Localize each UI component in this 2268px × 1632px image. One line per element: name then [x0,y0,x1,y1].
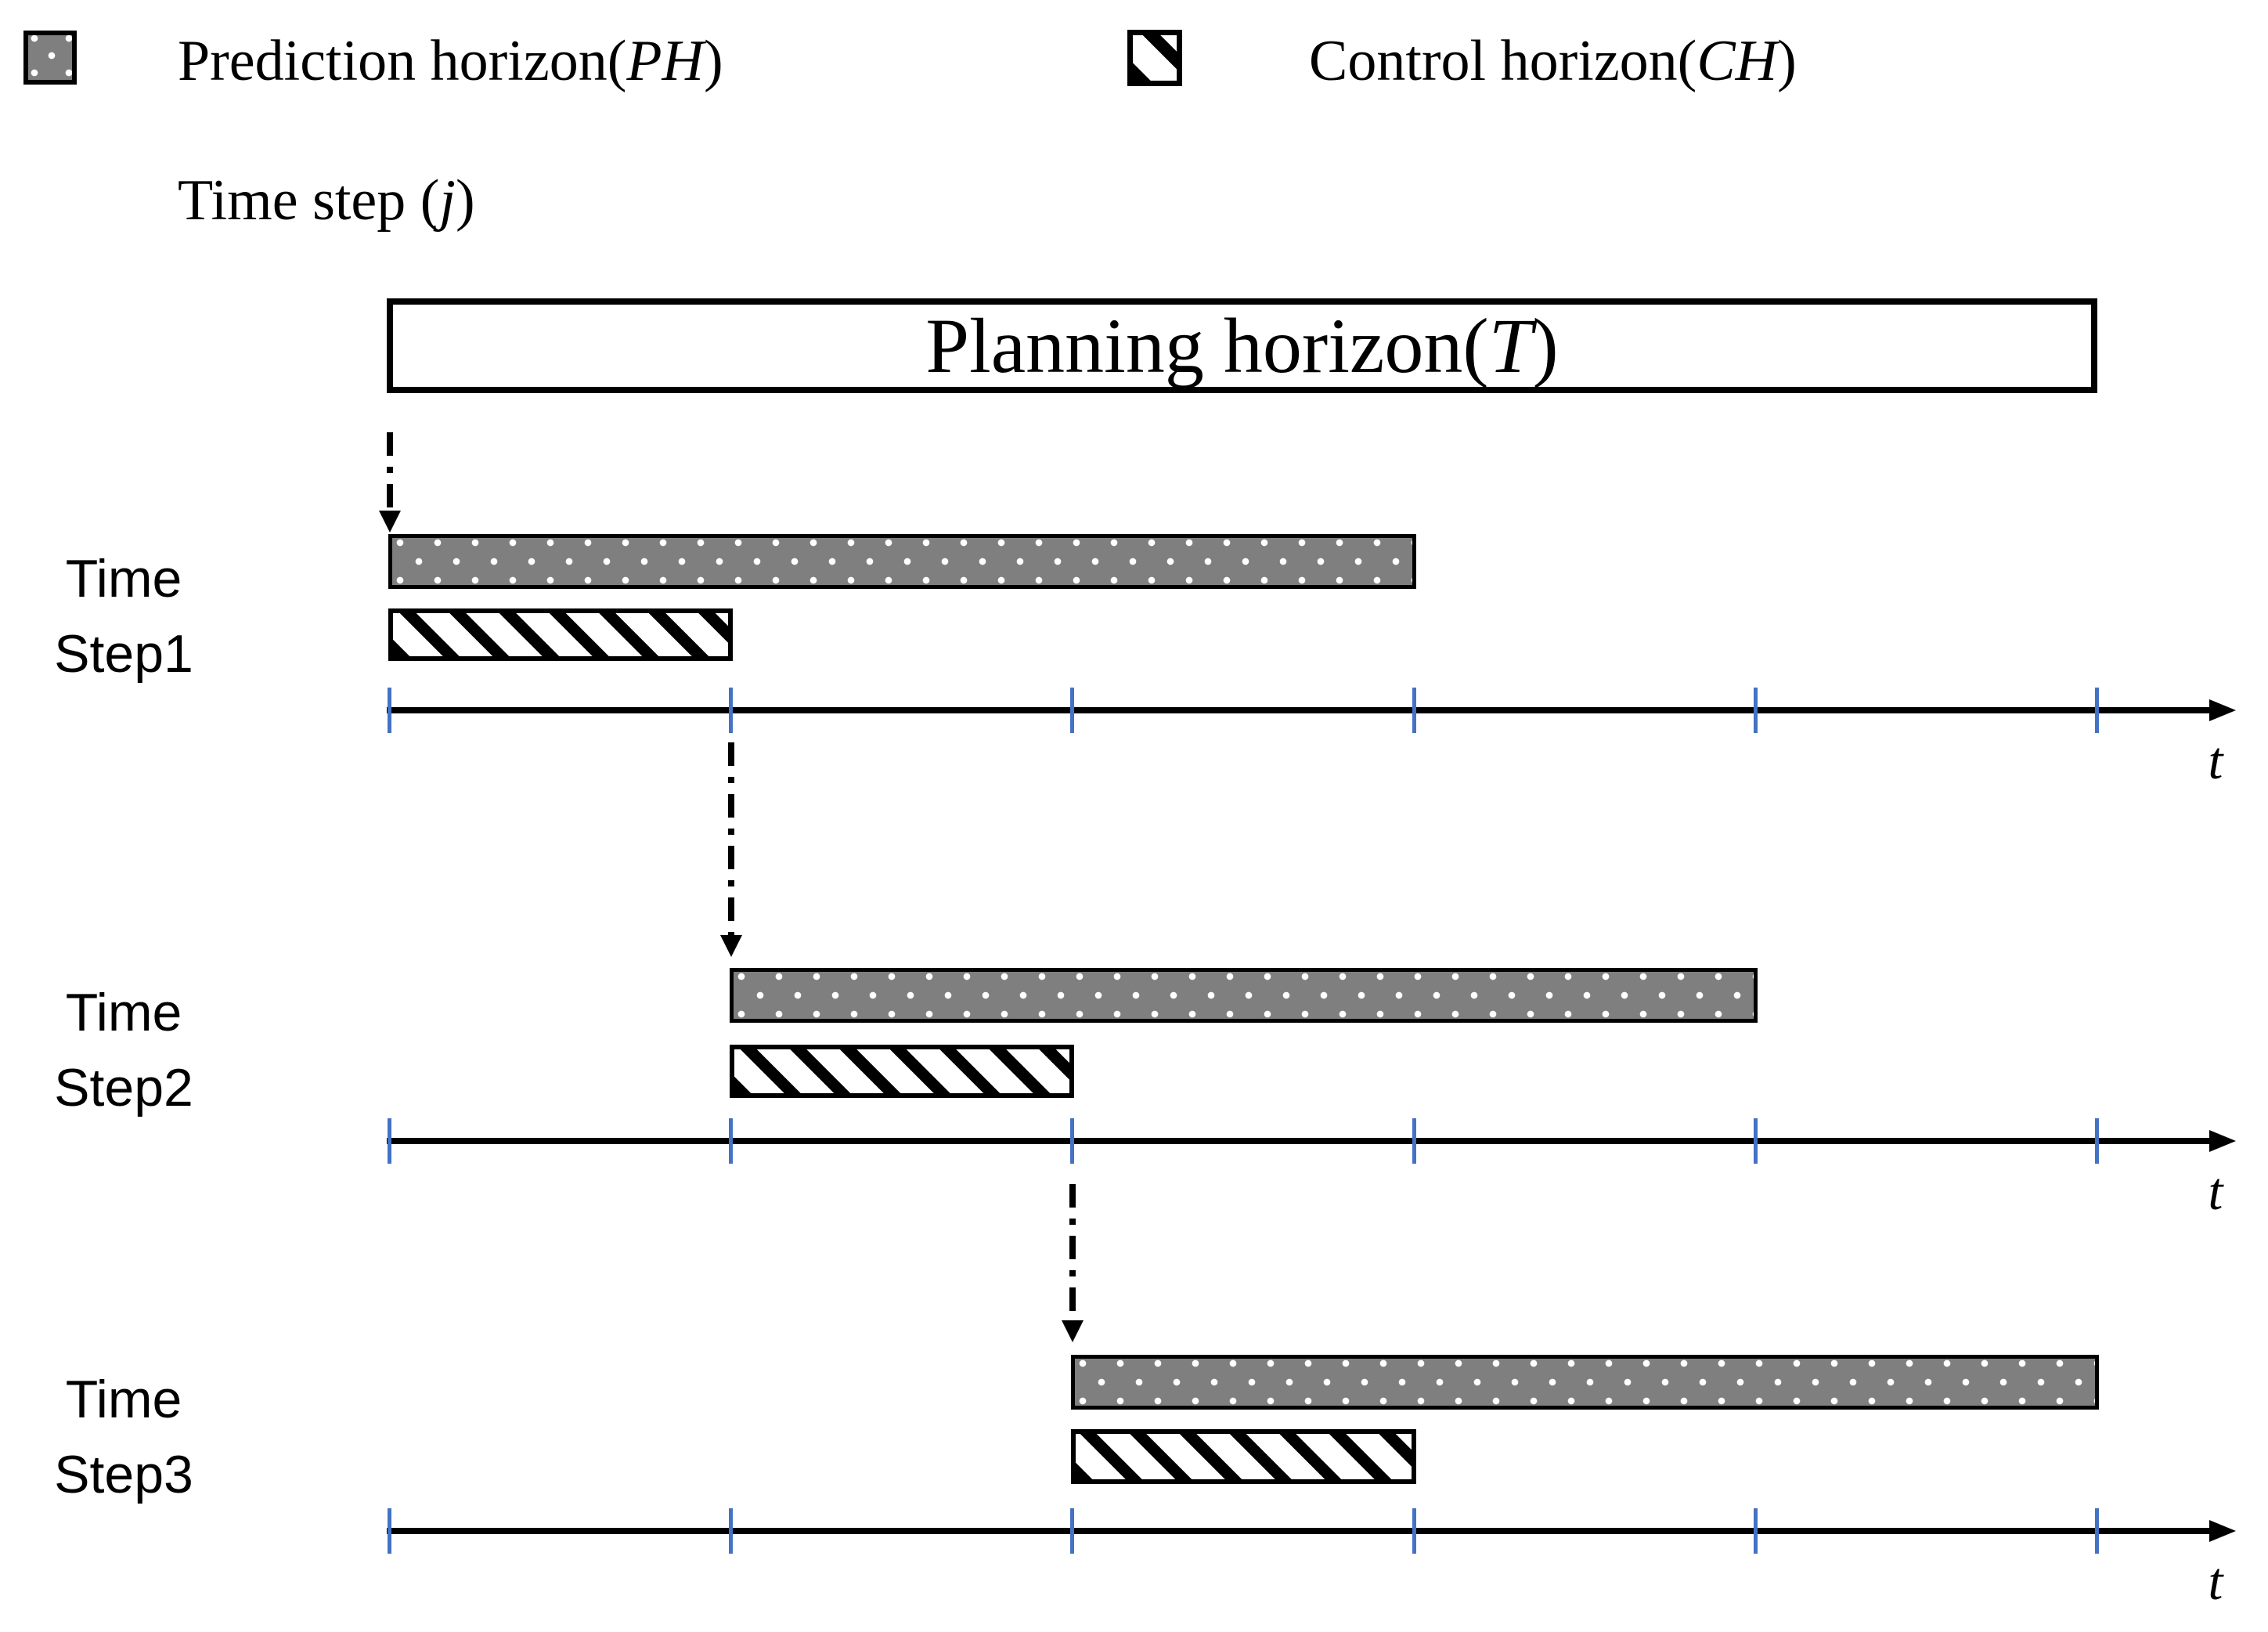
step2-tick-1 [388,1118,391,1164]
prediction-horizon-legend-label: Prediction horizon(PH) [178,29,723,93]
step2-row-label: Time Step2 [54,983,193,1117]
step2-tick-3 [1070,1118,1074,1164]
time-step-label: Time step (j) [178,168,475,233]
planning-horizon-box: Planning horizon(T) [387,298,2097,393]
prediction-horizon-swatch-icon [23,31,77,85]
step3-tick-3 [1070,1508,1074,1554]
step3-tick-4 [1412,1508,1416,1554]
step3-tick-2 [729,1508,733,1554]
step3-prediction-horizon-bar [1071,1355,2099,1410]
step1-tick-3 [1070,688,1074,733]
step3-arrowhead-icon [1062,1320,1084,1342]
step2-tick-4 [1412,1118,1416,1164]
step1-time-marker-arrow-icon [387,432,393,511]
step1-axis-arrowhead-icon [2209,699,2236,721]
step3-time-axis [387,1528,2211,1534]
step2-axis-t-label: t [2208,1161,2223,1221]
step1-tick-6 [2095,688,2099,733]
step3-control-horizon-bar [1071,1429,1416,1484]
step2-control-horizon-bar [730,1045,1074,1098]
step3-tick-6 [2095,1508,2099,1554]
step1-tick-1 [388,688,391,733]
step3-time-marker-arrow-icon [1069,1184,1076,1320]
control-horizon-swatch-icon [1127,30,1182,86]
step1-tick-5 [1754,688,1758,733]
step3-axis-arrowhead-icon [2209,1520,2236,1542]
step2-arrowhead-icon [720,935,742,957]
step3-axis-t-label: t [2208,1551,2223,1611]
step1-tick-2 [729,688,733,733]
step2-axis-arrowhead-icon [2209,1130,2236,1152]
step2-tick-6 [2095,1118,2099,1164]
step1-row-label: Time Step1 [54,549,193,684]
step1-tick-4 [1412,688,1416,733]
step2-prediction-horizon-bar [730,968,1758,1023]
step1-arrowhead-icon [379,511,401,533]
step1-control-horizon-bar [388,608,733,661]
step1-axis-t-label: t [2208,731,2223,790]
step2-time-axis [387,1138,2211,1144]
planning-horizon-title: Planning horizon(T) [925,302,1559,389]
step2-tick-2 [729,1118,733,1164]
control-horizon-legend-label: Control horizon(CH) [1309,29,1797,93]
step3-tick-1 [388,1508,391,1554]
step3-row-label: Time Step3 [54,1370,193,1504]
step3-tick-5 [1754,1508,1758,1554]
step2-tick-5 [1754,1118,1758,1164]
step1-prediction-horizon-bar [388,534,1416,589]
step2-time-marker-arrow-icon [728,742,734,935]
step1-time-axis [387,707,2211,713]
